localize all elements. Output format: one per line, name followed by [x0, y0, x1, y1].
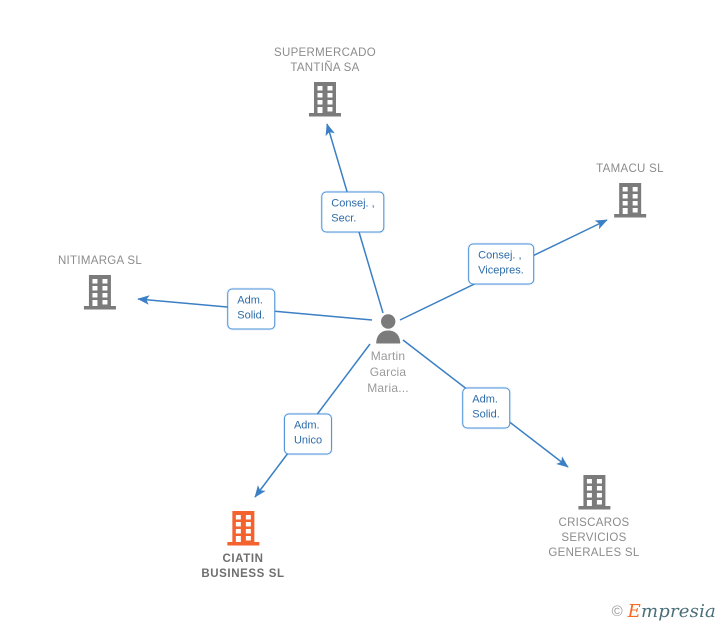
building-icon: [274, 79, 376, 119]
node-label-nitimarga-sl: NITIMARGA SL: [57, 255, 143, 267]
copyright-icon: ©: [611, 603, 623, 620]
node-tamacu-sl[interactable]: TAMACU SL: [596, 162, 664, 220]
empresia-logo-text: mpresia: [641, 601, 716, 622]
node-nitimarga-sl[interactable]: NITIMARGA SL: [58, 254, 142, 312]
node-ciatin-business-sl[interactable]: CIATIN BUSINESS SL: [201, 508, 284, 582]
building-icon: [58, 272, 142, 312]
empresia-logo: Empresia: [628, 601, 716, 622]
edge-label-criscaros[interactable]: Adm. Solid.: [462, 387, 510, 429]
edge-label-tamacu[interactable]: Consej. , Vicepres.: [468, 243, 534, 285]
node-criscaros-servicios-generales-sl[interactable]: CRISCAROS SERVICIOS GENERALES SL: [548, 472, 639, 561]
building-icon: [548, 472, 639, 512]
edge-label-nitimarga[interactable]: Adm. Solid.: [227, 288, 275, 330]
building-icon: [596, 180, 664, 220]
node-label-tamacu-sl: TAMACU SL: [596, 163, 664, 175]
edge-label-supermercado[interactable]: Consej. , Secr.: [321, 191, 385, 233]
node-person-center[interactable]: Martin Garcia Maria...: [367, 313, 409, 396]
node-label-criscaros-servicios-generales-sl: CRISCAROS SERVICIOS GENERALES SL: [548, 517, 640, 559]
node-supermercado-tantina[interactable]: SUPERMERCADO TANTIÑA SA: [274, 46, 376, 119]
node-label-person-center: Martin Garcia Maria...: [367, 349, 409, 395]
empresia-logo-initial: E: [627, 601, 642, 622]
node-label-ciatin-business-sl: CIATIN BUSINESS SL: [201, 553, 285, 580]
building-icon: [201, 508, 284, 548]
edge-label-ciatin[interactable]: Adm. Unico: [283, 413, 333, 455]
node-label-supermercado-tantina: SUPERMERCADO TANTIÑA SA: [273, 47, 377, 74]
empresia-watermark: © Empresia: [612, 601, 716, 622]
person-icon: [367, 313, 409, 344]
